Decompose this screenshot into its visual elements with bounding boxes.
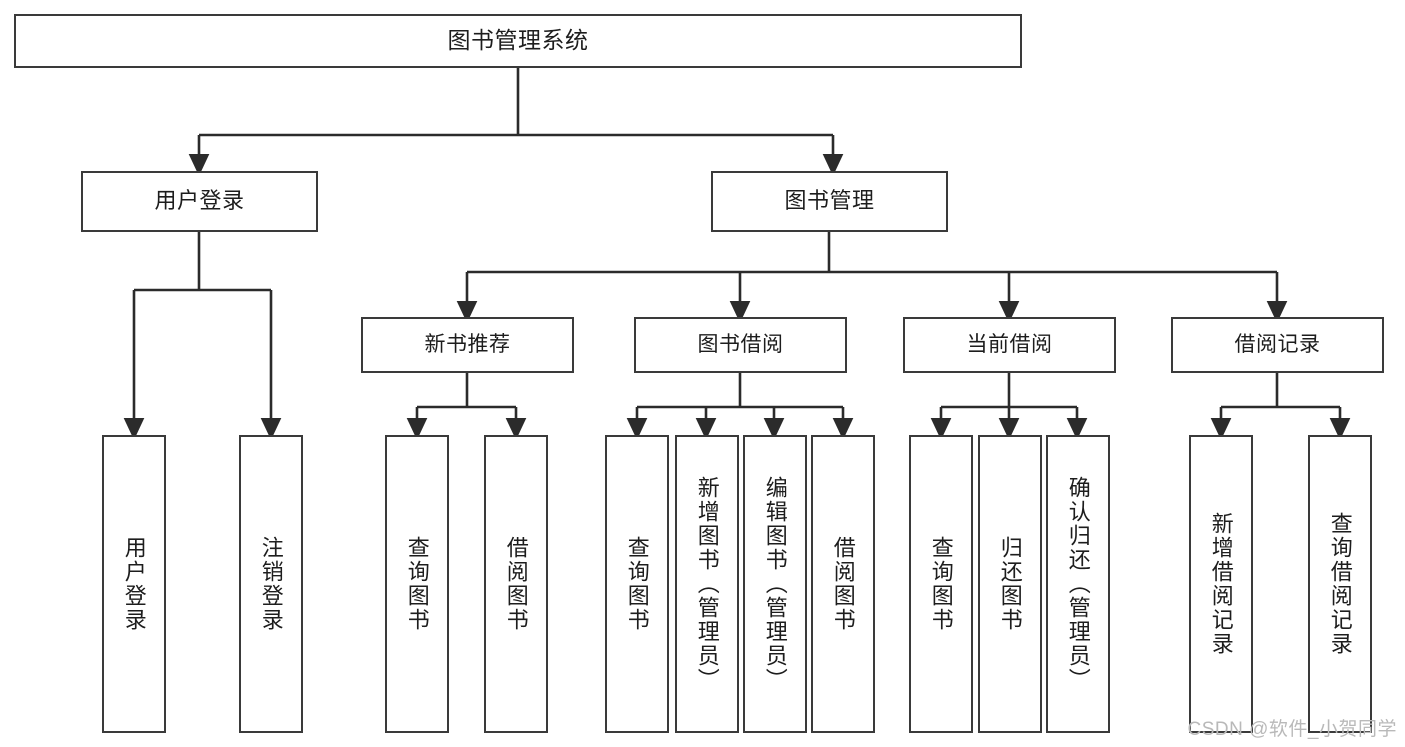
- node-leaf-edit-book[interactable]: 编辑图书（管理员）: [743, 435, 807, 733]
- node-book-borrow[interactable]: 图书借阅: [634, 317, 847, 373]
- node-user-login-label: 用户登录: [154, 188, 245, 214]
- node-leaf-borrow-book-2[interactable]: 借阅图书: [811, 435, 875, 733]
- node-leaf-add-book-label: 新增图书（管理员）: [694, 476, 720, 692]
- node-leaf-borrow-book-2-label: 借阅图书: [830, 536, 856, 632]
- node-leaf-query-book-1[interactable]: 查询图书: [385, 435, 449, 733]
- node-leaf-query-record-label: 查询借阅记录: [1327, 512, 1353, 656]
- node-leaf-query-book-3-label: 查询图书: [928, 536, 954, 632]
- node-new-book-recommend[interactable]: 新书推荐: [361, 317, 574, 373]
- node-book-management-label: 图书管理: [784, 188, 875, 214]
- node-current-borrow-label: 当前借阅: [966, 333, 1053, 357]
- node-root-label: 图书管理系统: [447, 27, 589, 54]
- node-leaf-query-book-2[interactable]: 查询图书: [605, 435, 669, 733]
- csdn-watermark: CSDN @软件_小贺同学: [1187, 719, 1397, 740]
- node-leaf-query-book-2-label: 查询图书: [624, 536, 650, 632]
- node-leaf-add-book[interactable]: 新增图书（管理员）: [675, 435, 739, 733]
- node-leaf-query-record[interactable]: 查询借阅记录: [1308, 435, 1372, 733]
- node-leaf-query-book-3[interactable]: 查询图书: [909, 435, 973, 733]
- node-leaf-borrow-book-1[interactable]: 借阅图书: [484, 435, 548, 733]
- node-leaf-return-book[interactable]: 归还图书: [978, 435, 1042, 733]
- node-leaf-logout[interactable]: 注销登录: [239, 435, 303, 733]
- node-leaf-confirm-return-label: 确认归还（管理员）: [1065, 476, 1091, 692]
- node-leaf-confirm-return[interactable]: 确认归还（管理员）: [1046, 435, 1110, 733]
- node-leaf-query-book-1-label: 查询图书: [404, 536, 430, 632]
- node-book-borrow-label: 图书借阅: [697, 333, 784, 357]
- node-borrow-records[interactable]: 借阅记录: [1171, 317, 1384, 373]
- node-leaf-user-login-label: 用户登录: [121, 536, 147, 632]
- node-user-login[interactable]: 用户登录: [81, 171, 318, 232]
- node-borrow-records-label: 借阅记录: [1234, 333, 1321, 357]
- node-leaf-user-login[interactable]: 用户登录: [102, 435, 166, 733]
- node-book-management[interactable]: 图书管理: [711, 171, 948, 232]
- node-leaf-add-record-label: 新增借阅记录: [1208, 512, 1234, 656]
- node-root[interactable]: 图书管理系统: [14, 14, 1022, 68]
- node-leaf-add-record[interactable]: 新增借阅记录: [1189, 435, 1253, 733]
- node-current-borrow[interactable]: 当前借阅: [903, 317, 1116, 373]
- node-new-book-recommend-label: 新书推荐: [424, 333, 511, 357]
- node-leaf-borrow-book-1-label: 借阅图书: [503, 536, 529, 632]
- node-leaf-logout-label: 注销登录: [258, 536, 284, 632]
- node-leaf-return-book-label: 归还图书: [997, 536, 1023, 632]
- node-leaf-edit-book-label: 编辑图书（管理员）: [762, 476, 788, 692]
